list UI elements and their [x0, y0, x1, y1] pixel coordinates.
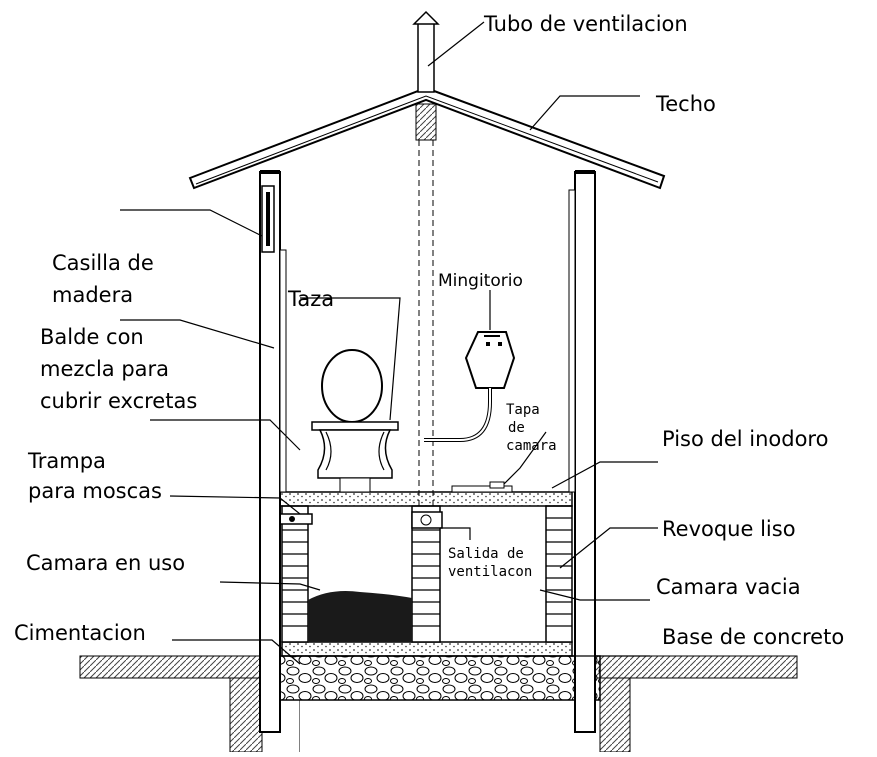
label-salida-line2: ventilacon — [448, 564, 532, 580]
foundation — [261, 655, 601, 701]
fly-trap — [275, 513, 313, 525]
label-casilla-line2: madera — [52, 283, 133, 307]
label-mingitorio: Mingitorio — [438, 271, 523, 291]
urinal — [424, 331, 516, 442]
label-piso-del-inodoro: Piso del inodoro — [662, 427, 828, 451]
concrete-base — [281, 641, 573, 657]
label-trampa-line2: para moscas — [28, 479, 162, 503]
label-tapa-line1: Tapa — [506, 402, 540, 418]
house-walls — [259, 170, 596, 733]
label-taza: Taza — [287, 287, 334, 311]
label-trampa-line1: Trampa — [27, 449, 106, 473]
label-casilla-line1: Casilla de — [52, 251, 154, 275]
label-base-de-concreto: Base de concreto — [662, 625, 844, 649]
ground — [79, 655, 798, 753]
label-cimentacion: Cimentacion — [14, 621, 146, 645]
label-balde-line1: Balde con — [40, 325, 144, 349]
vent-outlet — [411, 511, 443, 529]
label-camara-vacia: Camara vacia — [656, 575, 801, 599]
toilet-bowl — [311, 349, 399, 493]
label-tapa-line2: de — [508, 420, 525, 436]
label-revoque-liso: Revoque liso — [662, 517, 796, 541]
leader-lines — [120, 21, 658, 665]
toilet-floor — [279, 481, 573, 507]
vent-pipe — [412, 10, 440, 506]
label-tubo-de-ventilacion: Tubo de ventilacion — [483, 12, 688, 36]
label-balde-line3: cubrir excretas — [40, 389, 197, 413]
label-salida-line1: Salida de — [448, 546, 524, 562]
label-techo: Techo — [655, 92, 716, 116]
label-camara-en-uso: Camara en uso — [26, 551, 185, 575]
labels: Tubo de ventilacion Techo Casilla de mad… — [14, 12, 844, 649]
label-tapa-line3: camara — [506, 438, 557, 454]
excreta-pile — [308, 591, 412, 642]
label-balde-line2: mezcla para — [40, 357, 169, 381]
